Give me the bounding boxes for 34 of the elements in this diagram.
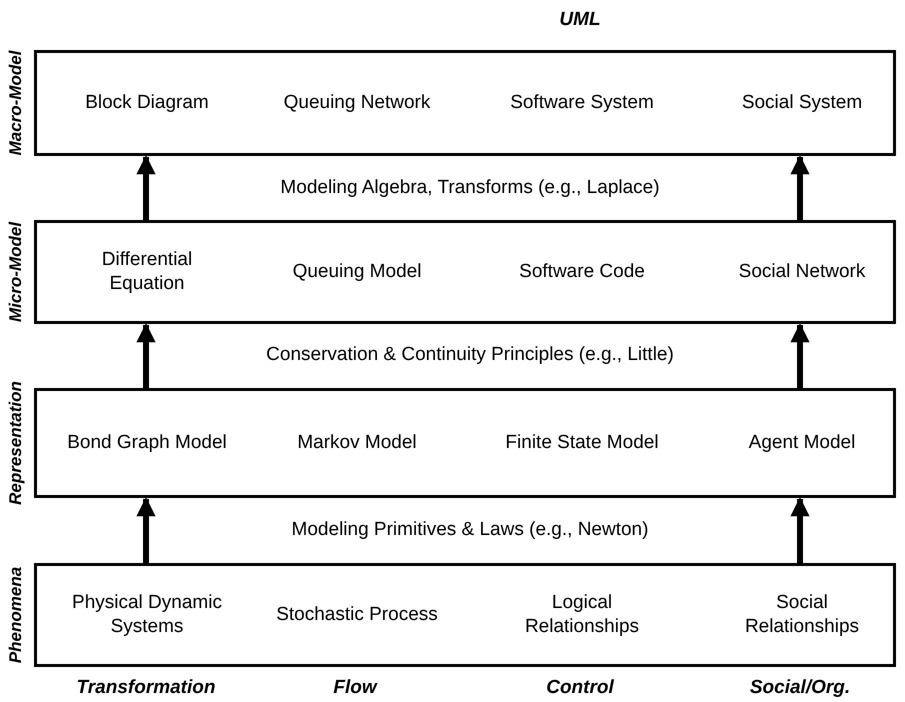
arrow <box>790 155 810 220</box>
layer-item: Finite State Model <box>504 431 660 455</box>
arrow <box>790 323 810 388</box>
layer-item: Stochastic Process <box>275 603 439 627</box>
software-category: UML <box>559 9 601 31</box>
layer-item: Software Code <box>518 260 646 284</box>
layer-item: Queuing Model <box>292 260 422 284</box>
layer-item: Queuing Network <box>282 91 432 115</box>
transition-label: Modeling Primitives & Laws (e.g., Newton) <box>292 519 648 541</box>
arrow <box>790 497 810 563</box>
layer-item: Social Relationships <box>744 591 860 639</box>
layer-heading: Macro-Model <box>6 50 26 156</box>
arrow <box>136 497 156 563</box>
column-category: Transformation <box>76 677 216 699</box>
layer-item: Differential Equation <box>100 248 194 296</box>
layer-item: Software System <box>509 91 655 115</box>
layer-item: Bond Graph Model <box>66 431 228 455</box>
layer-item: Social Network <box>738 260 866 284</box>
layer-item: Social System <box>740 91 864 115</box>
arrow <box>136 323 156 388</box>
layer-item: Physical Dynamic Systems <box>71 591 223 639</box>
arrow <box>136 155 156 220</box>
layer-heading: Micro-Model <box>6 222 26 322</box>
layer-item: Agent Model <box>748 431 856 455</box>
column-category: Social/Org. <box>750 677 850 699</box>
layer-item: Block Diagram <box>84 91 210 115</box>
layer-heading: Phenomena <box>6 566 26 664</box>
column-category: Flow <box>333 677 377 699</box>
transition-label: Modeling Algebra, Transforms (e.g., Laplace) <box>280 177 660 199</box>
transition-label: Conservation & Continuity Principles (e.g., Little) <box>266 344 674 366</box>
column-category: Control <box>546 677 614 699</box>
layer-item: Markov Model <box>296 431 418 455</box>
layer-heading: Representation <box>6 381 26 505</box>
layer-item: Logical Relationships <box>524 591 640 639</box>
